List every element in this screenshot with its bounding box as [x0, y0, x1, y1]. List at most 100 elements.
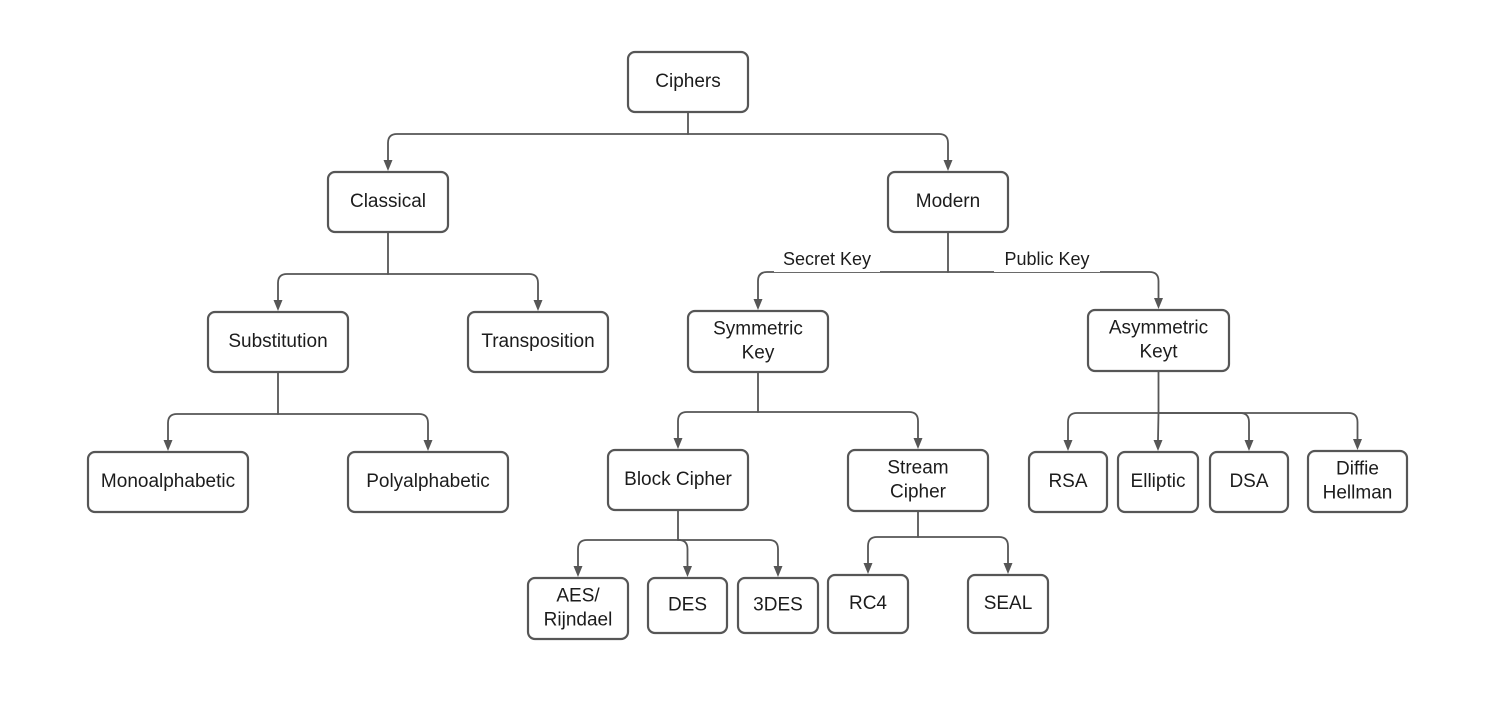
edge-connector-e-block-3des — [677, 539, 779, 567]
node-label: Cipher — [890, 482, 947, 503]
node-blockcipher[interactable]: Block Cipher — [606, 448, 750, 512]
node-box[interactable] — [526, 576, 630, 641]
node-box[interactable] — [1027, 450, 1109, 514]
arrowhead-icon — [383, 160, 393, 171]
node-label: SEAL — [984, 593, 1033, 614]
edge-connector-e-sub-mono — [167, 413, 279, 441]
node-label: 3DES — [753, 595, 803, 616]
node-dsa[interactable]: DSA — [1208, 450, 1290, 514]
node-label: Monoalphabetic — [101, 471, 235, 492]
label-secret-key: Secret Key — [783, 249, 871, 269]
node-label: RC4 — [849, 593, 887, 614]
arrowhead-icon — [423, 440, 433, 451]
arrowhead-icon — [273, 300, 283, 311]
node-box[interactable] — [886, 170, 1010, 234]
arrowhead-icon — [1353, 439, 1362, 450]
node-label: Keyt — [1139, 342, 1178, 363]
node-elliptic[interactable]: Elliptic — [1116, 450, 1200, 514]
node-label: Polyalphabetic — [366, 471, 490, 492]
node-rsa[interactable]: RSA — [1027, 450, 1109, 514]
node-label: Ciphers — [655, 71, 720, 92]
node-monoalphabetic[interactable]: Monoalphabetic — [86, 450, 250, 514]
arrowhead-icon — [943, 160, 953, 171]
node-box[interactable] — [1116, 450, 1200, 514]
node-label: DSA — [1229, 471, 1268, 492]
node-modern[interactable]: Modern — [886, 170, 1010, 234]
node-box[interactable] — [1208, 450, 1290, 514]
node-box[interactable] — [626, 50, 750, 114]
arrowhead-icon — [1153, 440, 1163, 451]
node-classical[interactable]: Classical — [326, 170, 450, 234]
edge-connector-e-stream-rc4 — [867, 536, 919, 564]
arrowhead-icon — [683, 566, 692, 577]
node-label: Block Cipher — [624, 469, 732, 490]
edge-connector-e-asym-elliptic — [1157, 412, 1160, 441]
node-substitution[interactable]: Substitution — [206, 310, 350, 374]
node-box[interactable] — [606, 448, 750, 512]
arrowhead-icon — [863, 563, 873, 574]
node-box[interactable] — [1306, 449, 1409, 514]
arrowhead-icon — [913, 438, 923, 449]
edges-layer — [163, 111, 1362, 577]
arrowhead-icon — [773, 566, 783, 577]
node-label: Substitution — [228, 331, 327, 352]
edge-connector-e-sub-poly — [277, 413, 429, 441]
edge-connector-e-asym-dh — [1157, 412, 1359, 440]
arrowhead-icon — [753, 299, 763, 310]
node-label: Hellman — [1323, 483, 1393, 504]
edge-group-substitution — [163, 371, 433, 451]
edge-connector-e-sym-stream — [757, 411, 919, 439]
node-box[interactable] — [846, 448, 990, 513]
arrowhead-icon — [163, 440, 173, 451]
edge-connector-e-ciphers-modern — [687, 133, 949, 161]
node-box[interactable] — [326, 170, 450, 234]
node-box[interactable] — [736, 576, 820, 635]
edge-group-blockcipher — [573, 509, 783, 577]
node-box[interactable] — [466, 310, 610, 374]
node-label: RSA — [1048, 471, 1087, 492]
node-label: Symmetric — [713, 319, 803, 340]
label-public-key: Public Key — [1004, 249, 1089, 269]
node-box[interactable] — [1086, 308, 1231, 373]
node-seal[interactable]: SEAL — [966, 573, 1050, 635]
node-aes[interactable]: AES/Rijndael — [526, 576, 630, 641]
edge-connector-e-ciphers-classical — [387, 133, 689, 161]
edge-connector-e-block-des — [677, 539, 689, 567]
node-box[interactable] — [86, 450, 250, 514]
node-box[interactable] — [686, 309, 830, 374]
node-box[interactable] — [206, 310, 350, 374]
edge-label-backdrop — [774, 248, 880, 272]
edge-group-streamcipher — [863, 510, 1013, 574]
node-des[interactable]: DES — [646, 576, 729, 635]
edge-connector-e-modern-symmetric — [757, 271, 949, 300]
edge-connector-e-block-aes — [577, 539, 679, 567]
node-box[interactable] — [966, 573, 1050, 635]
node-label: Elliptic — [1131, 471, 1186, 492]
node-box[interactable] — [826, 573, 910, 635]
node-rc4[interactable]: RC4 — [826, 573, 910, 635]
node-box[interactable] — [646, 576, 729, 635]
edge-label-backdrop — [994, 248, 1100, 272]
node-ciphers[interactable]: Ciphers — [626, 50, 750, 114]
edge-labels-layer: Secret Key Public Key — [774, 248, 1100, 272]
node-label: Transposition — [481, 331, 594, 352]
node-polyalphabetic[interactable]: Polyalphabetic — [346, 450, 510, 514]
edge-group-ciphers — [383, 111, 953, 171]
node-tripledes[interactable]: 3DES — [736, 576, 820, 635]
arrowhead-icon — [673, 438, 683, 449]
edge-connector-e-stream-seal — [917, 536, 1009, 564]
edge-connector-e-asym-rsa — [1067, 412, 1160, 441]
edge-connector-e-asym-dsa — [1157, 412, 1250, 441]
node-label: DES — [668, 595, 707, 616]
edge-group-classical — [273, 231, 543, 311]
edge-connector-e-classical-sub — [277, 273, 389, 301]
arrowhead-icon — [1063, 440, 1073, 451]
node-transposition[interactable]: Transposition — [466, 310, 610, 374]
node-box[interactable] — [346, 450, 510, 514]
